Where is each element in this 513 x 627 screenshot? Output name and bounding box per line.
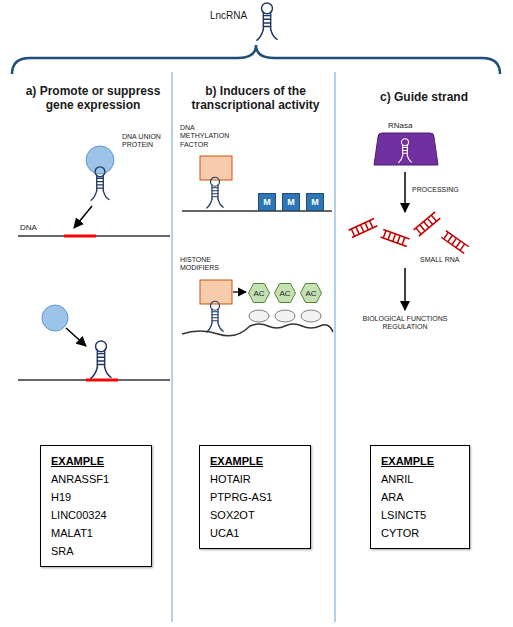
nucleosome xyxy=(301,310,321,322)
box-heading: EXAMPLE xyxy=(51,452,141,470)
gene-name: LSINCT5 xyxy=(381,506,459,524)
methyl-mark: M xyxy=(258,193,276,211)
small-rna xyxy=(349,218,378,237)
arrow xyxy=(66,328,86,346)
arrow xyxy=(404,172,406,212)
lncrna-icon xyxy=(399,139,412,163)
small-rna xyxy=(441,231,469,254)
title: LncRNA xyxy=(210,10,247,22)
binding-protein xyxy=(42,305,68,331)
mark-label: M xyxy=(287,197,295,207)
part-label: DNA METHYLATION FACTOR xyxy=(180,124,236,149)
part-label: SMALL RNA xyxy=(420,256,490,264)
gene-name: PTPRG-AS1 xyxy=(210,488,300,506)
arrow xyxy=(74,206,92,228)
gene-name: ANRIL xyxy=(381,470,459,488)
column-divider xyxy=(171,72,173,622)
column-heading: c) Guide strand xyxy=(340,90,508,104)
hexagon-outline xyxy=(275,284,296,303)
part-label: DNA xyxy=(20,223,60,233)
column-heading: a) Promote or suppress gene expression xyxy=(18,84,168,113)
example-box: EXAMPLEANRASSF1H19LINC00324MALAT1SRA xyxy=(40,445,152,567)
box-heading: EXAMPLE xyxy=(381,452,459,470)
lncrna-icon xyxy=(207,177,224,208)
methylation-factor xyxy=(200,156,232,180)
histone-modifier xyxy=(200,280,232,304)
chromatin-strand xyxy=(182,324,333,336)
gene-name: ANRASSF1 xyxy=(51,470,141,488)
hexagon-outline xyxy=(249,284,270,303)
box-heading: EXAMPLE xyxy=(210,452,300,470)
methyl-mark: M xyxy=(306,193,324,211)
gene-name: ARA xyxy=(381,488,459,506)
gene-name: MALAT1 xyxy=(51,524,141,542)
nucleosome xyxy=(249,310,269,322)
example-box: EXAMPLEHOTAIRPTPRG-AS1SOX2OTUCA1 xyxy=(199,445,311,549)
outcome-label: BIOLOGICAL FUNCTIONS REGULATION xyxy=(355,315,455,332)
acetyl-mark: AC xyxy=(300,283,322,303)
target-site xyxy=(86,379,118,382)
part-label: DNA UNION PROTEIN xyxy=(122,133,170,150)
rnase-enzyme xyxy=(374,133,438,165)
binding-protein xyxy=(86,146,114,174)
column-heading: b) Inducers of the transcriptional activ… xyxy=(178,84,333,113)
gene-name: CYTOR xyxy=(381,524,459,542)
acetyl-mark: AC xyxy=(274,283,296,303)
part-label: HISTONE MODIFIERS xyxy=(180,256,230,273)
acetyl-mark: AC xyxy=(248,283,270,303)
example-box: EXAMPLEANRILARALSINCT5CYTOR xyxy=(370,445,470,549)
hexagon-outline xyxy=(301,284,322,303)
part-label: RNasa xyxy=(388,121,428,131)
gene-name: LINC00324 xyxy=(51,506,141,524)
gene-name: UCA1 xyxy=(210,524,300,542)
gene-name: SRA xyxy=(51,542,141,560)
lncrna-icon xyxy=(91,167,109,201)
arrow xyxy=(404,268,406,310)
lncrna-icon xyxy=(91,341,111,378)
gene-name: HOTAIR xyxy=(210,470,300,488)
nucleosome xyxy=(275,310,295,322)
mark-label: AC xyxy=(253,289,264,298)
mark-label: AC xyxy=(305,289,316,298)
small-rna xyxy=(380,229,409,246)
gene-name: SOX2OT xyxy=(210,506,300,524)
gene-name: H19 xyxy=(51,488,141,506)
target-site xyxy=(64,235,96,238)
mark-label: AC xyxy=(279,289,290,298)
arrow xyxy=(233,291,246,292)
column-divider xyxy=(334,72,336,622)
methyl-mark: M xyxy=(282,193,300,211)
lncrna-icon xyxy=(207,301,224,332)
process-label: PROCESSING xyxy=(412,186,482,194)
lncrna-icon xyxy=(257,3,277,40)
mark-label: M xyxy=(263,197,271,207)
small-rna xyxy=(414,212,441,236)
brace xyxy=(12,45,500,74)
mark-label: M xyxy=(311,197,319,207)
dna-strand xyxy=(18,379,170,381)
dna-strand xyxy=(18,235,170,237)
